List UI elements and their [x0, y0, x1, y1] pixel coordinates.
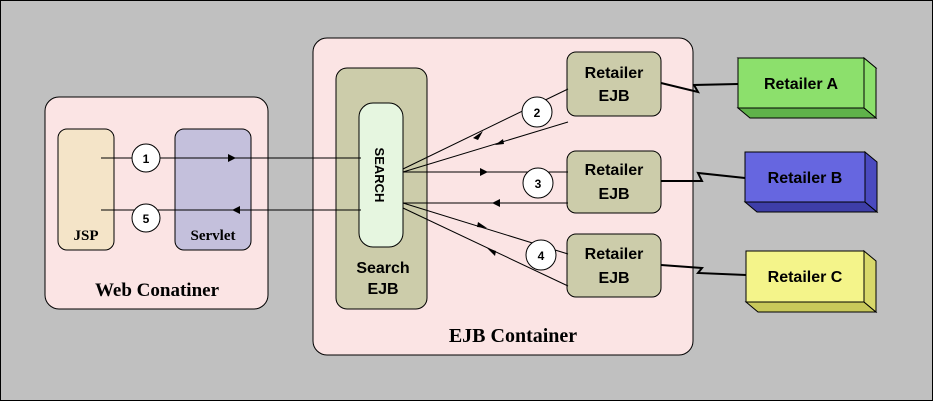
- retailer-c-label: Retailer C: [768, 269, 843, 286]
- web-container-label: Web Conatiner: [95, 280, 220, 301]
- step-1: 1: [131, 143, 161, 173]
- arrowhead: [477, 222, 487, 228]
- search-component: SEARCH: [358, 102, 404, 248]
- connection-retailer-a: [660, 82, 739, 94]
- step-3: 3: [522, 167, 554, 199]
- retailer-a-box: Retailer A: [736, 56, 878, 120]
- retailer-a-label: Retailer A: [764, 76, 839, 93]
- retailer-ejb-1: Retailer EJB: [566, 51, 662, 117]
- search-ejb-label-line1: Search: [356, 260, 409, 277]
- flow-retailer-1-to-search: [402, 121, 569, 173]
- jsp-box: JSP: [57, 128, 115, 251]
- arrowhead: [495, 139, 504, 145]
- retailer-ejb-1-line1: Retailer: [585, 65, 644, 82]
- retailer-b-label: Retailer B: [768, 170, 843, 187]
- retailer-a-front: [737, 57, 865, 109]
- flow-retailer-3-to-search: [402, 207, 569, 287]
- step-1-number: 1: [143, 152, 150, 166]
- step-2-number: 2: [534, 106, 541, 120]
- arrowhead: [487, 248, 496, 256]
- step-5: 5: [131, 203, 161, 233]
- step-5-number: 5: [143, 212, 150, 226]
- retailer-ejb-1-line2: EJB: [598, 88, 629, 105]
- arrowhead: [473, 131, 483, 140]
- retailer-ejb-3: Retailer EJB: [566, 233, 662, 298]
- retailer-b-box: Retailer B: [743, 150, 879, 214]
- jsp-label: JSP: [73, 228, 98, 244]
- ejb-container-label: EJB Container: [449, 325, 577, 347]
- connection-retailer-b: [661, 171, 746, 182]
- servlet-box: Servlet: [174, 128, 252, 251]
- retailer-ejb-3-line1: Retailer: [585, 246, 644, 263]
- step-2: 2: [521, 96, 553, 128]
- step-4: 4: [525, 239, 557, 271]
- retailer-c-box: Retailer C: [744, 249, 878, 314]
- search-ejb-label-line2: EJB: [367, 281, 398, 298]
- arrowhead: [492, 199, 500, 207]
- connection-retailer-c: [660, 264, 747, 276]
- servlet-label: Servlet: [191, 228, 236, 244]
- arrowhead: [232, 206, 240, 214]
- search-vertical-label: SEARCH: [372, 148, 387, 203]
- arrowhead: [480, 168, 488, 176]
- retailer-ejb-3-line2: EJB: [598, 270, 629, 287]
- step-3-number: 3: [535, 177, 542, 191]
- retailer-ejb-2-line1: Retailer: [585, 162, 644, 179]
- step-4-number: 4: [538, 249, 545, 263]
- retailer-ejb-2-line2: EJB: [598, 186, 629, 203]
- retailer-ejb-2: Retailer EJB: [566, 150, 662, 214]
